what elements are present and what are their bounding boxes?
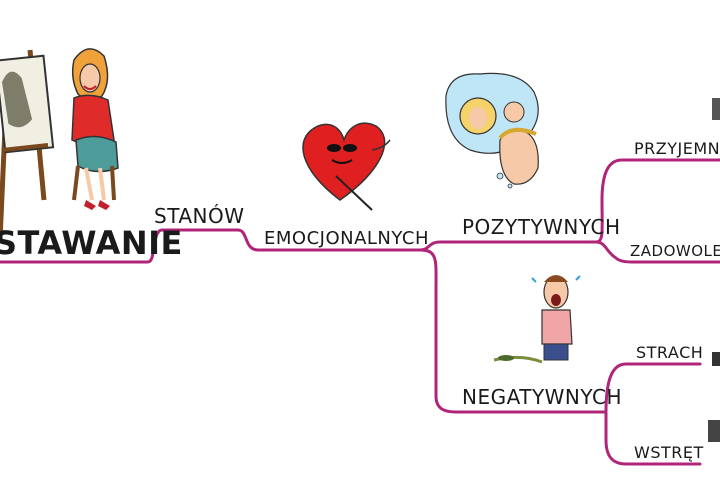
sitting-woman-icon xyxy=(71,48,119,210)
branch-to-zadowolenie xyxy=(594,240,720,264)
node-negatywnych: NEGATYWNYCH xyxy=(462,385,622,409)
kissing-couple-icon xyxy=(445,72,539,189)
branch-stanow-to-emocjonalnych xyxy=(236,228,422,252)
easel-painting-icon xyxy=(0,49,55,241)
node-wstret: WSTRĘT xyxy=(634,443,704,462)
branch-root-to-stanow xyxy=(0,228,240,264)
node-emocjonalnych: EMOCJONALNYCH xyxy=(264,228,429,249)
small-figure-icon xyxy=(708,98,720,442)
scared-man-icon xyxy=(493,275,581,364)
node-zadowolenie: ZADOWOLENIE xyxy=(630,242,720,260)
node-strach: STRACH xyxy=(636,343,703,362)
branch-to-wstret xyxy=(604,410,702,466)
branch-to-przyjemno xyxy=(594,158,720,244)
heart-character-icon xyxy=(302,122,391,211)
node-przyjemno: PRZYJEMNO xyxy=(634,139,720,158)
node-pozytywnych: POZYTYWNYCH xyxy=(462,215,621,239)
branch-to-negatywnych xyxy=(418,248,608,414)
branch-to-strach xyxy=(604,362,702,414)
root-label: STAWANIE xyxy=(0,224,183,262)
branch-to-pozytywnych xyxy=(418,240,598,252)
node-stanow: STANÓW xyxy=(154,204,245,228)
